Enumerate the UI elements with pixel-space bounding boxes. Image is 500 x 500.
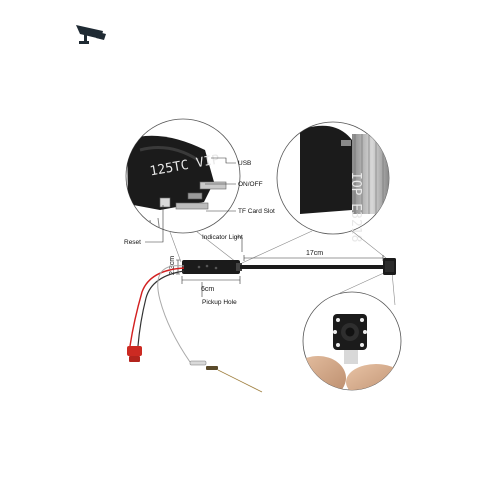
power-wires	[129, 265, 191, 363]
label-indicator-light: Indicator Light	[202, 234, 243, 241]
dimension-6cm: 6cm	[181, 276, 241, 293]
leader-lines	[145, 157, 243, 297]
board-width-label: 6cm	[201, 286, 214, 293]
zoom-circle-lens-closeup	[302, 291, 402, 391]
zoom-connectors	[169, 230, 396, 306]
camera-board	[182, 260, 242, 274]
battery-plug	[127, 346, 142, 362]
dimension-17cm: 17cm	[243, 250, 384, 261]
pcb-text-right: IOP E3218	[348, 172, 363, 242]
microphone-wire	[189, 360, 263, 393]
label-on-off: ON/OFF	[238, 181, 263, 188]
cctv-camera-icon	[76, 25, 106, 44]
label-pickup-hole: Pickup Hole	[202, 299, 237, 306]
zoom-circle-lens: IOP E3218	[276, 121, 390, 242]
board-height-label: 2.3cm	[169, 256, 176, 275]
label-tf-card-slot: TF Card Slot	[238, 208, 275, 215]
cable-length-label: 17cm	[306, 250, 323, 257]
lens-module	[383, 258, 396, 275]
label-reset: Reset	[124, 239, 141, 246]
zoom-circle-switches: 125TC VIP	[125, 118, 241, 234]
ribbon-cable	[240, 265, 383, 269]
label-usb: USB	[238, 160, 251, 167]
